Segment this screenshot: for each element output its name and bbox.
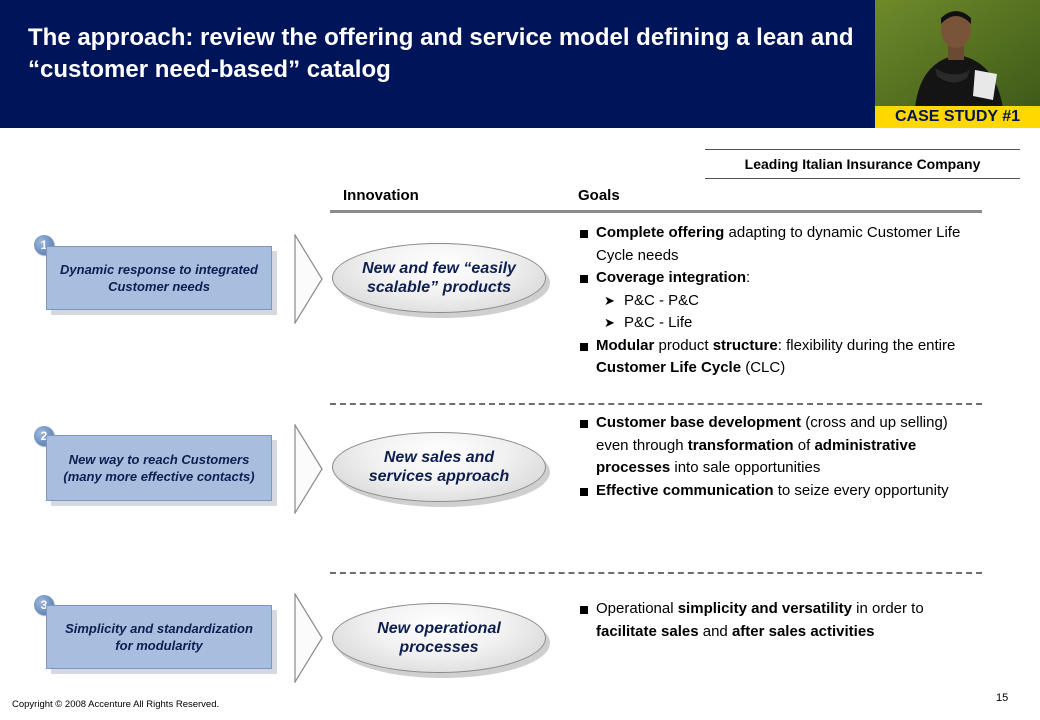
row-separator [330, 572, 982, 574]
title-banner: The approach: review the offering and se… [0, 0, 875, 128]
arrow-bullet-icon: ➤ [604, 315, 615, 330]
goals-column-header: Goals [578, 187, 620, 204]
innovation-oval: New operational processes [332, 603, 546, 673]
customer-need-box: New way to reach Customers (many more ef… [46, 435, 272, 501]
chevron-right-icon [294, 593, 323, 683]
header-divider [330, 210, 982, 213]
customer-need-box: Simplicity and standardization for modul… [46, 605, 272, 669]
case-study-badge: CASE STUDY #1 [875, 106, 1040, 128]
goal-item: Coverage integration: [578, 267, 978, 290]
case-study-photo [875, 0, 1040, 108]
goals-list: Complete offering adapting to dynamic Cu… [578, 222, 978, 380]
page-number: 15 [996, 692, 1009, 704]
goal-item: Effective communication to seize every o… [578, 480, 978, 503]
innovation-column-header: Innovation [343, 187, 419, 204]
arrow-bullet-icon: ➤ [604, 292, 615, 308]
goal-item: Customer base development (cross and up … [578, 412, 978, 480]
copyright-notice: Copyright © 2008 Accenture All Rights Re… [12, 699, 220, 710]
innovation-oval: New and few “easily scalable” products [332, 243, 546, 313]
goal-subitem: ➤P&C - Life [578, 312, 978, 335]
goal-item: Complete offering adapting to dynamic Cu… [578, 222, 978, 267]
company-label: Leading Italian Insurance Company [705, 149, 1020, 179]
innovation-oval: New sales and services approach [332, 432, 546, 502]
page-title: The approach: review the offering and se… [28, 24, 854, 83]
goal-item: Operational simplicity and versatility i… [578, 598, 978, 643]
goals-list: Operational simplicity and versatility i… [578, 598, 978, 643]
goal-item: Modular product structure: flexibility d… [578, 335, 978, 380]
golfer-photo-icon [875, 0, 1040, 108]
chevron-right-icon [294, 234, 323, 324]
chevron-right-icon [294, 424, 323, 514]
goals-list: Customer base development (cross and up … [578, 412, 978, 502]
row-separator [330, 403, 982, 405]
goal-subitem: ➤P&C - P&C [578, 290, 978, 313]
customer-need-box: Dynamic response to integrated Customer … [46, 246, 272, 310]
